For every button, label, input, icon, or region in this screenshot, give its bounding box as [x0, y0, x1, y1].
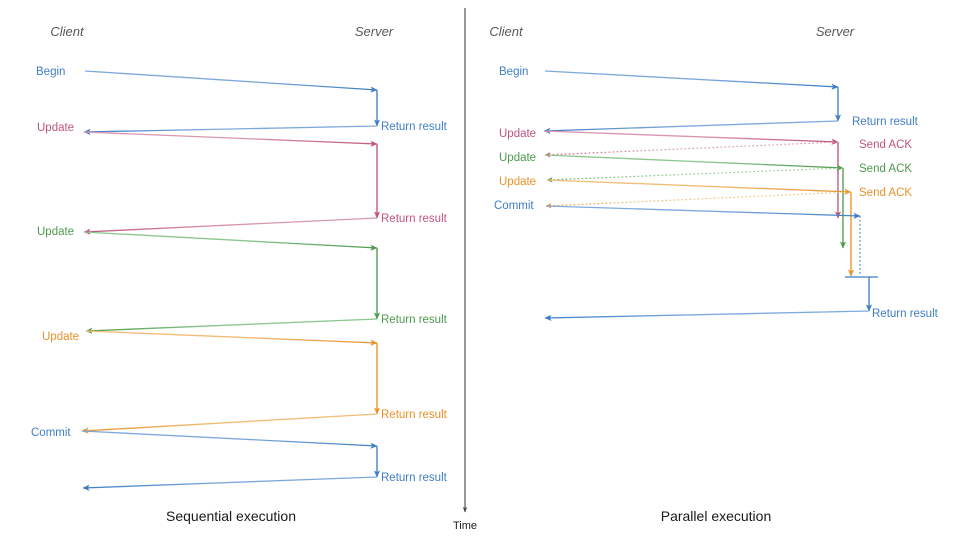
time-axis-layer: Time: [453, 8, 477, 532]
client-lane-title: Client: [489, 24, 524, 39]
flow-update2-request: [83, 231, 378, 251]
flow-update3-request: [85, 330, 378, 346]
flow-update3-request: [546, 179, 852, 195]
label-update-3: Update: [42, 331, 79, 343]
label-return-3: Return result: [381, 314, 448, 326]
flow-commit-request: [545, 205, 861, 219]
panel-sequential: [81, 70, 381, 491]
flow-ack1: [544, 141, 839, 158]
label-return-1: Return result: [852, 116, 919, 128]
label-return-1: Return result: [381, 121, 448, 133]
label-return-5: Return result: [381, 472, 448, 484]
message-flow-layer: [81, 70, 878, 491]
flow-begin-request: [84, 70, 378, 93]
label-ack-3: Send ACK: [859, 187, 912, 199]
flow-update1-request: [543, 130, 839, 145]
flow-update1-return: [83, 217, 378, 235]
label-ack-2: Send ACK: [859, 163, 912, 175]
flow-ack3: [545, 191, 852, 209]
flow-begin-return: [83, 125, 378, 135]
label-ack-1: Send ACK: [859, 139, 912, 151]
flow-ack2: [546, 167, 844, 183]
time-axis-label: Time: [453, 520, 477, 532]
server-lane-title: Server: [355, 24, 394, 39]
label-update-1: Update: [499, 128, 536, 140]
flow-commit-return: [82, 476, 378, 491]
label-begin: Begin: [36, 66, 65, 78]
flow-update2-request: [544, 154, 844, 171]
flow-begin-return: [543, 120, 839, 134]
label-commit: Commit: [494, 200, 534, 212]
label-return-2: Return result: [872, 308, 939, 320]
label-update-2: Update: [499, 152, 536, 164]
label-commit: Commit: [31, 427, 71, 439]
flow-begin-request: [544, 70, 839, 90]
panel-caption-parallel: Parallel execution: [661, 508, 772, 524]
flow-update1-request: [83, 131, 378, 147]
flow-commit-request: [81, 430, 378, 449]
label-begin: Begin: [499, 66, 528, 78]
client-lane-title: Client: [50, 24, 85, 39]
flow-update2-return: [85, 318, 378, 334]
panel-parallel: [543, 70, 878, 321]
panel-caption-sequential: Sequential execution: [166, 508, 296, 524]
server-lane-title: Server: [816, 24, 855, 39]
flow-update3-return: [81, 413, 378, 434]
label-update-3: Update: [499, 176, 536, 188]
label-return-2: Return result: [381, 213, 448, 225]
label-return-4: Return result: [381, 409, 448, 421]
flow-commit-return: [544, 310, 870, 321]
label-update-1: Update: [37, 122, 74, 134]
label-update-2: Update: [37, 226, 74, 238]
